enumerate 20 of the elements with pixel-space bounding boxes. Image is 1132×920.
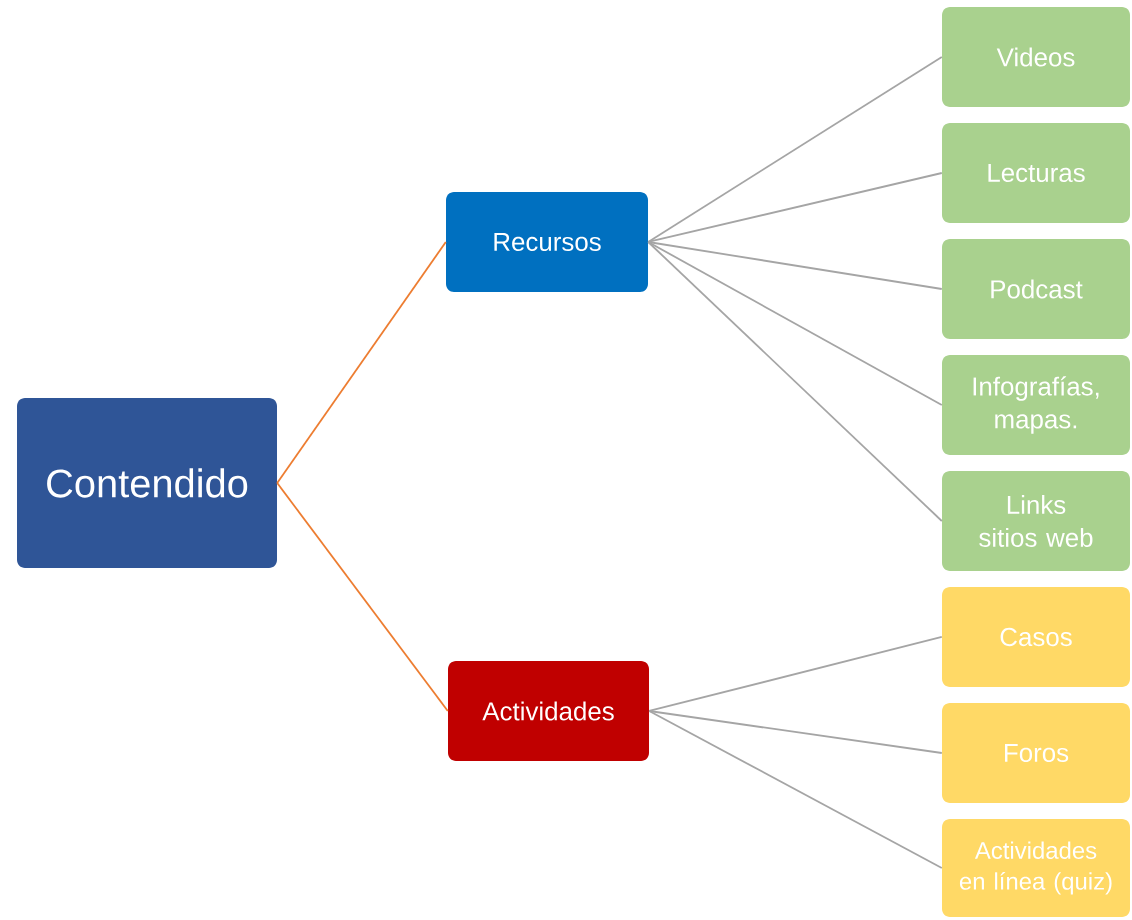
item-box: Videos: [942, 7, 1130, 107]
connector-line: [276, 482, 449, 712]
item-box: Podcast: [942, 239, 1130, 339]
category-box: Recursos: [446, 192, 648, 292]
connector-line: [647, 56, 943, 243]
item-box: Infografías, mapas.: [942, 355, 1130, 455]
category-box: Actividades: [448, 661, 649, 761]
connector-line: [276, 241, 447, 484]
connector-line: [648, 636, 943, 712]
connector-line: [647, 241, 943, 290]
item-box: Links sitios web: [942, 471, 1130, 571]
item-box: Lecturas: [942, 123, 1130, 223]
connector-line: [647, 241, 943, 522]
item-box: Casos: [942, 587, 1130, 687]
connector-line: [648, 710, 943, 754]
connector-line: [647, 241, 943, 406]
topic-box: Contendido: [17, 398, 277, 568]
item-box: Foros: [942, 703, 1130, 803]
item-box: Actividades en línea (quiz): [942, 819, 1130, 917]
connector-line: [648, 710, 943, 869]
